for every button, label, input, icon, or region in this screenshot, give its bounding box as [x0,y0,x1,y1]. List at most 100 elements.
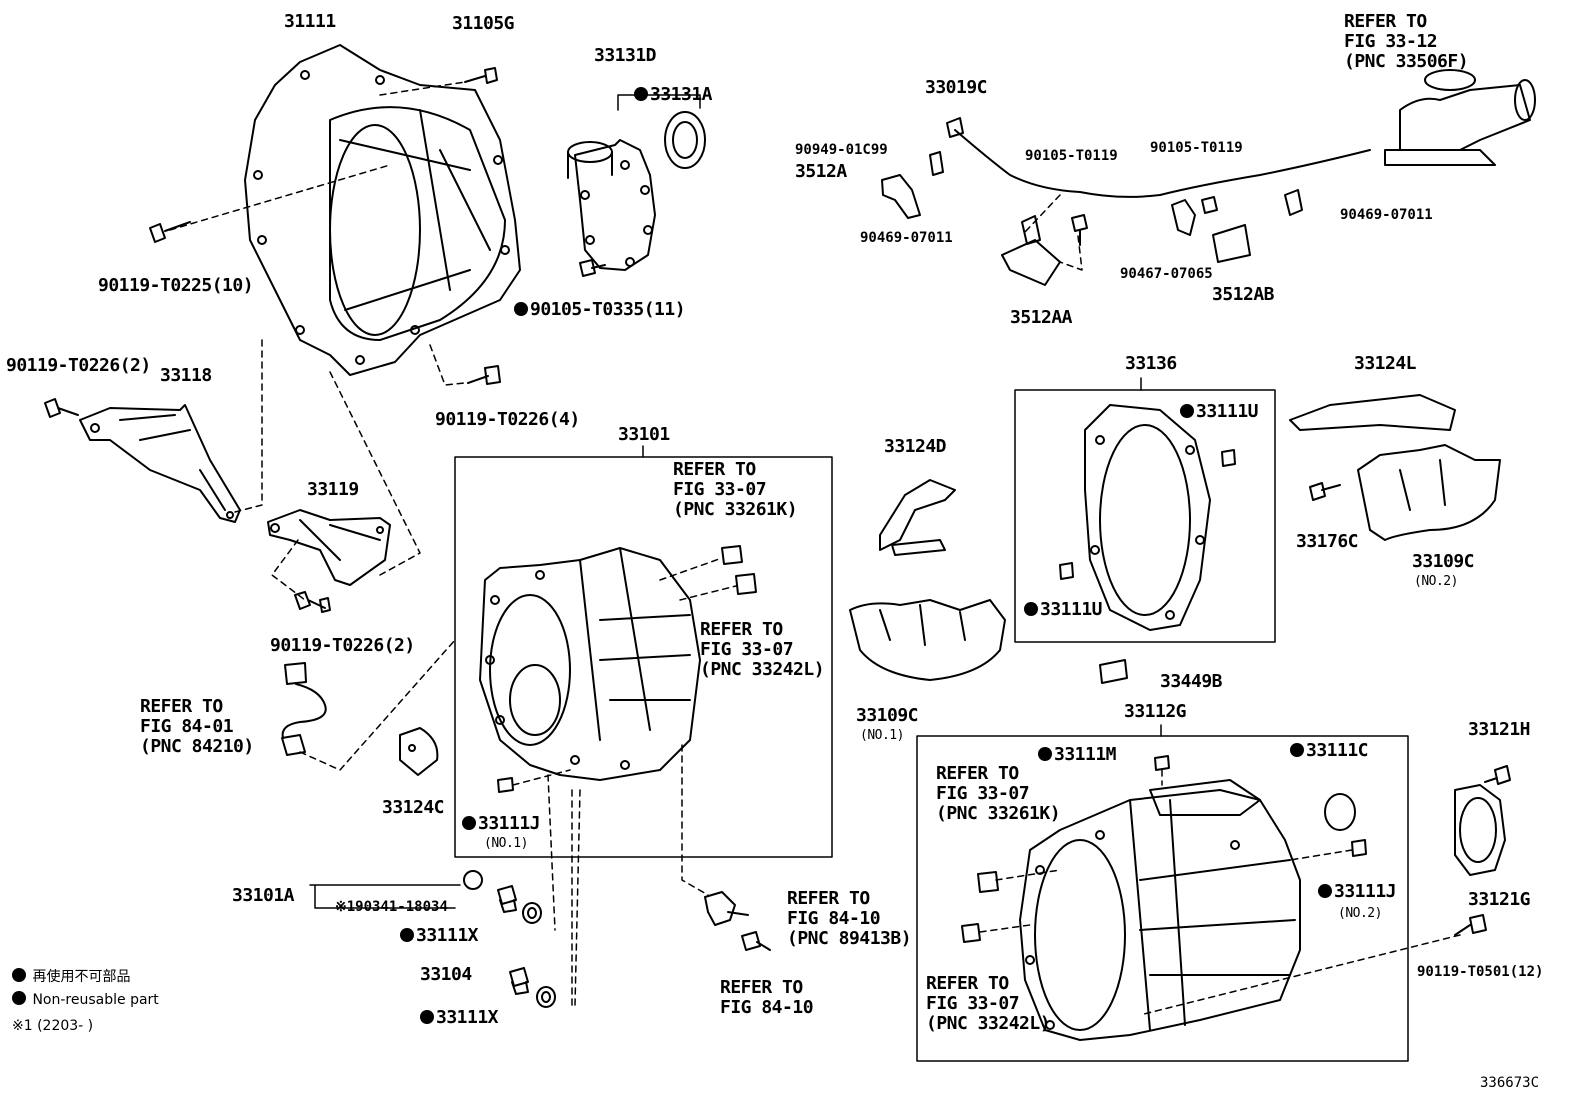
label-90469-07011-a[interactable]: 90469-07011 [860,230,953,246]
cover-33109c-no2-drawing [1357,444,1501,541]
label-90949-01c99[interactable]: 90949-01C99 [795,142,888,158]
label-no1-j: (NO.1) [484,836,528,851]
label-33111m[interactable]: 33111M [1038,745,1117,765]
label-33124d[interactable]: 33124D [884,436,947,457]
bracket-3512ab-drawing [1212,224,1251,263]
label-33109c-no1[interactable]: 33109C [856,705,919,726]
label-no2-c: (NO.2) [1414,574,1458,589]
label-33101a[interactable]: 33101A [232,885,295,906]
bracket-3512aa-drawing [1001,215,1061,286]
label-90119-t0501[interactable]: 90119-T0501(12) [1417,964,1544,980]
bracket-line-33101a [309,884,461,909]
bolt-33121h [1484,765,1511,785]
illustration-number: 336673C [1480,1075,1540,1091]
label-33112g[interactable]: 33112G [1124,701,1187,722]
label-3512aa[interactable]: 3512AA [1010,307,1073,328]
label-33111x-b[interactable]: 33111X [420,1008,499,1028]
label-90119-t0226-2a[interactable]: 90119-T0226(2) [6,355,151,376]
label-33124l[interactable]: 33124L [1354,353,1417,374]
retainer-33121g-drawing [1454,784,1506,876]
label-33176c[interactable]: 33176C [1296,531,1359,552]
bolt-90119-t0501 [1454,914,1487,936]
gasket-33101a-drawing [463,870,483,890]
label-90341-18034[interactable]: ※190341-18034 [335,899,448,915]
label-33104[interactable]: 33104 [420,964,472,985]
label-33111u-b[interactable]: 33111U [1024,600,1103,620]
extension-leaders [979,769,1461,1016]
label-33131d[interactable]: 33131D [594,45,657,66]
clip-90469-b [1284,189,1303,216]
label-31111[interactable]: 31111 [284,11,336,32]
plugs-33112g [961,871,999,943]
shift-cable-drawing [946,117,1371,198]
plug-33111c-drawing [1324,793,1356,831]
bolt-90105-t0335 [579,259,606,277]
label-no2-j: (NO.2) [1338,906,1382,921]
cover-33109c-no1-drawing [849,599,1006,681]
label-33119[interactable]: 33119 [307,479,359,500]
label-33124c[interactable]: 33124C [382,797,445,818]
label-33019c[interactable]: 33019C [925,77,988,98]
label-90119-t0226-2b[interactable]: 90119-T0226(2) [270,635,415,656]
label-33111u-a[interactable]: 33111U [1180,402,1259,422]
cover-33124c-drawing [399,727,439,776]
bracket-line-33131d [617,94,701,111]
legend-note: ※1 (2203- ) [12,1018,94,1034]
pin-33111j-no2 [1351,839,1367,857]
label-33111c[interactable]: 33111C [1290,741,1369,761]
bolt-90105-t0119-a [1071,214,1088,246]
bolt-90119-t0226-2a [44,398,79,418]
label-33111x-a[interactable]: 33111X [400,926,479,946]
bolt-90105-t0119-b [1201,196,1218,214]
label-3512a[interactable]: 3512A [795,161,847,182]
cover-33124d-drawing [879,479,956,556]
label-90119-t0225[interactable]: 90119-T0225(10) [98,275,254,296]
label-33131a[interactable]: 33131A [634,85,713,105]
extension-33506f-drawing [1384,69,1536,166]
label-90469-07011-b[interactable]: 90469-07011 [1340,207,1433,223]
label-33136[interactable]: 33136 [1125,353,1177,374]
plugs-33101 [497,545,757,793]
label-90105-t0119-b[interactable]: 90105-T0119 [1150,140,1243,156]
label-33121g[interactable]: 33121G [1468,889,1531,910]
label-3512ab[interactable]: 3512AB [1212,284,1275,305]
label-33111j-no1[interactable]: 33111J [462,814,541,834]
bracket-33119-drawing [267,509,391,586]
box-33136 [1014,389,1276,643]
label-90105-t0119-a[interactable]: 90105-T0119 [1025,148,1118,164]
label-33118[interactable]: 33118 [160,365,212,386]
label-90119-t0226-4[interactable]: 90119-T0226(4) [435,409,580,430]
housing-leader-lines [169,81,466,576]
label-33111j-no2[interactable]: 33111J [1318,882,1397,902]
cover-33124l-drawing [1289,394,1456,431]
bolt-90119-t0226-2b [294,591,331,613]
label-33101[interactable]: 33101 [618,424,670,445]
label-33449b[interactable]: 33449B [1160,671,1223,692]
oil-seal-33131a-drawing [664,111,706,169]
breather-33111m [1154,755,1170,771]
label-33109c-no2[interactable]: 33109C [1412,551,1475,572]
gasket-33111x-b [536,986,556,1008]
bolt-90119-t0225 [149,221,191,243]
label-33121h[interactable]: 33121H [1468,719,1531,740]
bracket-33118-drawing [79,404,241,523]
label-90467-07065[interactable]: 90467-07065 [1120,266,1213,282]
label-no1-c: (NO.1) [860,728,904,743]
plug-33104-drawing [509,967,529,995]
clip-90949 [929,151,944,176]
label-90105-t0335[interactable]: 90105-T0335(11) [514,300,686,320]
case-leaders [512,557,737,1006]
legend-nonreusable-en: Non-reusable part [12,991,159,1008]
label-31105g[interactable]: 31105G [452,13,515,34]
speed-sensor-drawing [281,662,327,756]
extension-housing-33112g-drawing [1019,779,1301,1041]
